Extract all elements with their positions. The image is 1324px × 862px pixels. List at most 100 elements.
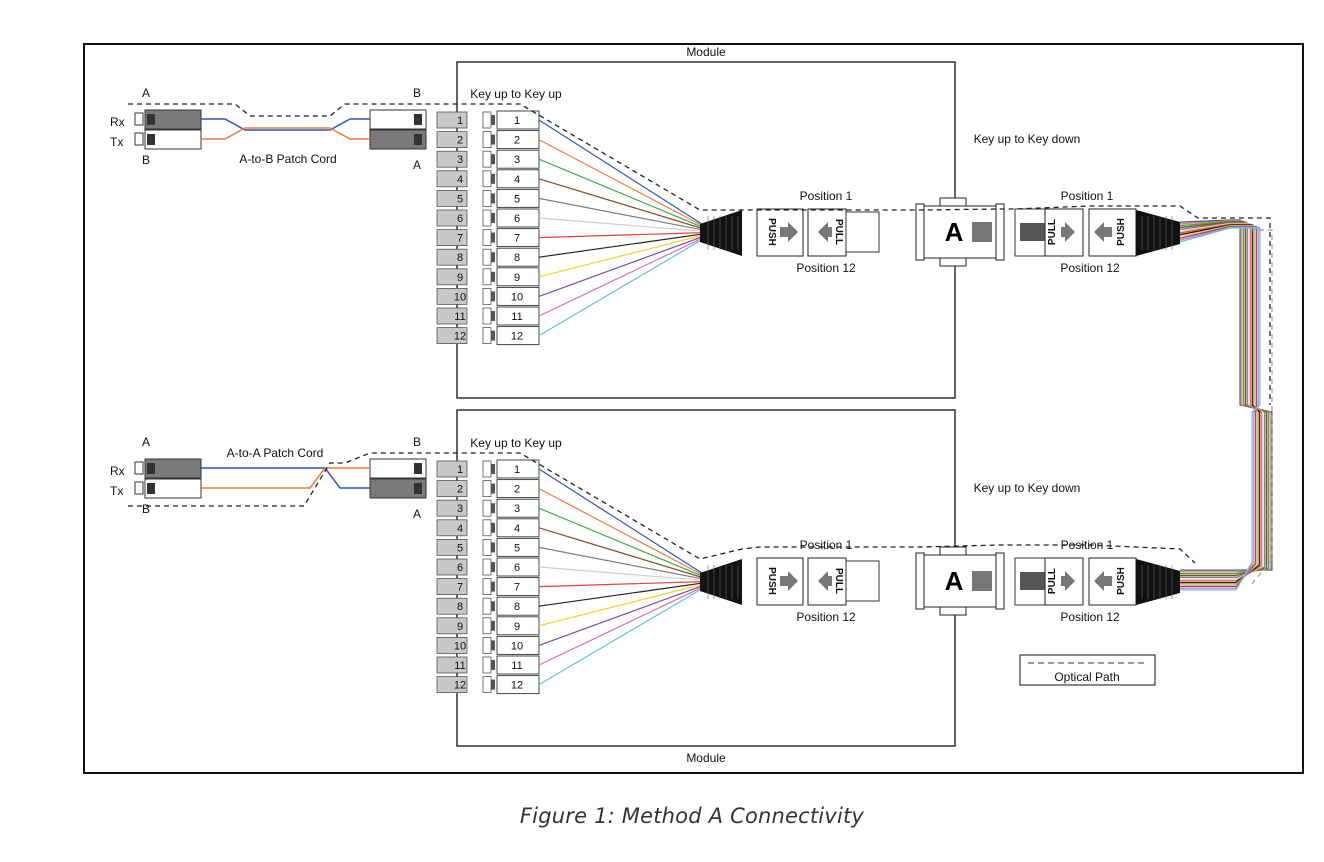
fanout-latch	[491, 134, 495, 145]
adapter-port-number: 7	[457, 233, 463, 245]
tx-latch-right	[414, 483, 422, 494]
coupler-tab-bottom	[939, 606, 967, 616]
legend-box	[1019, 654, 1156, 686]
fanout-boot	[482, 597, 492, 615]
adapter-port-number: 4	[457, 523, 463, 535]
legend-optical-path-label: Optical Path	[1054, 670, 1119, 684]
push-label-right: PUSH	[1116, 218, 1127, 246]
pull-label-right: PULL	[1047, 568, 1058, 594]
fanout-fiber	[538, 139, 705, 228]
fanout-boot	[482, 229, 492, 247]
adapter-port	[436, 637, 468, 654]
fanout-latch	[491, 154, 495, 165]
adapter-port-number: 11	[454, 660, 465, 672]
fanout-latch	[491, 542, 495, 553]
push-label-left: PUSH	[766, 567, 777, 595]
fanout-boot	[482, 578, 492, 595]
fanout-fiber	[538, 587, 705, 686]
adapter-port-number: 2	[457, 135, 463, 147]
trunk-cable	[1179, 219, 1273, 591]
fanout-number: 4	[514, 523, 520, 535]
adapter-port-number: 12	[454, 331, 466, 343]
fanout-fiber	[538, 582, 705, 607]
fanout-number: 12	[511, 331, 523, 343]
fanout-fiber	[538, 217, 705, 232]
push-label-right: PUSH	[1116, 567, 1127, 595]
fanout-boot	[482, 617, 492, 635]
patch-fiber-blue	[201, 467, 370, 489]
fanout-number: 7	[514, 582, 520, 594]
fanout-boot	[482, 150, 492, 168]
push-label-left: PUSH	[766, 218, 777, 246]
pull-arrow	[818, 571, 832, 591]
fanout-latch	[491, 252, 495, 263]
adapter-port	[436, 597, 468, 615]
fanout-number: 6	[514, 213, 520, 225]
adapter-port-number: 1	[457, 464, 463, 476]
fanout-boot	[482, 676, 492, 693]
adapter-port	[436, 209, 468, 227]
fanout-fiber	[538, 488, 705, 577]
coupler-key	[972, 222, 992, 242]
adapter-port-number: 1	[457, 115, 463, 127]
fanout-boot	[482, 248, 492, 266]
fanout-number: 3	[514, 503, 520, 515]
fanout-latch	[491, 640, 495, 651]
adapter-port-number: 12	[454, 680, 466, 692]
patch-fiber-orange	[201, 127, 370, 140]
key-up-key-up-label: Key up to Key up	[470, 436, 562, 450]
pull-arrow	[818, 222, 832, 242]
fanout-fiber	[538, 119, 705, 226]
fanout-number: 9	[514, 621, 520, 633]
fanout-latch	[491, 503, 495, 514]
fanout-fiber	[538, 566, 705, 581]
module-label-top: Module	[686, 45, 726, 59]
fanout-latch	[491, 115, 495, 125]
fanout-boot	[482, 268, 492, 286]
fanout-boot	[482, 558, 492, 576]
fanout-latch	[491, 464, 495, 474]
adapter-port	[436, 499, 468, 517]
adapter-port	[436, 578, 468, 595]
mpo-boot-left	[700, 210, 742, 256]
mpo-ferrule-left	[845, 211, 880, 253]
coupler-flange-left	[915, 552, 925, 610]
adapter-port	[436, 307, 468, 325]
coupler-letter: A	[945, 217, 964, 247]
trunk-optical-path	[1249, 229, 1273, 587]
fanout-boot	[482, 131, 492, 149]
fanout-latch	[491, 271, 495, 282]
fanout-latch	[491, 173, 495, 184]
fanout-boot	[482, 656, 492, 674]
key-up-key-down-label: Key up to Key down	[974, 132, 1081, 146]
adapter-port	[436, 676, 468, 693]
fanout-boot	[482, 209, 492, 227]
fanout-fiber	[538, 233, 705, 258]
adapter-port	[436, 248, 468, 266]
adapter-port-number: 8	[457, 252, 463, 264]
rx-label: Rx	[110, 464, 125, 478]
adapter-port-number: 10	[454, 291, 466, 303]
rx-label: Rx	[110, 115, 125, 129]
position-12-label-right: Position 12	[1060, 261, 1120, 275]
pull-label-left: PULL	[833, 219, 844, 245]
rx-ferrule-left	[134, 112, 144, 126]
fanout-boot	[482, 287, 492, 305]
fanout-latch	[491, 291, 495, 302]
right-end-label-b: B	[413, 86, 421, 100]
fanout-fiber	[538, 238, 705, 337]
tx-latch-right	[414, 134, 422, 145]
fanout-fiber	[538, 507, 705, 578]
position-1-label-right: Position 1	[1061, 189, 1114, 203]
fanout-fiber	[538, 234, 705, 278]
fanout-fiber	[538, 546, 705, 580]
adapter-port	[436, 327, 468, 345]
tx-ferrule-left	[134, 132, 144, 146]
adapter-port	[436, 287, 468, 305]
position-12-label-left: Position 12	[796, 610, 856, 624]
fanout-latch	[491, 581, 495, 592]
mpo-ferrule-left	[845, 560, 880, 602]
rx-latch-left	[147, 463, 155, 474]
